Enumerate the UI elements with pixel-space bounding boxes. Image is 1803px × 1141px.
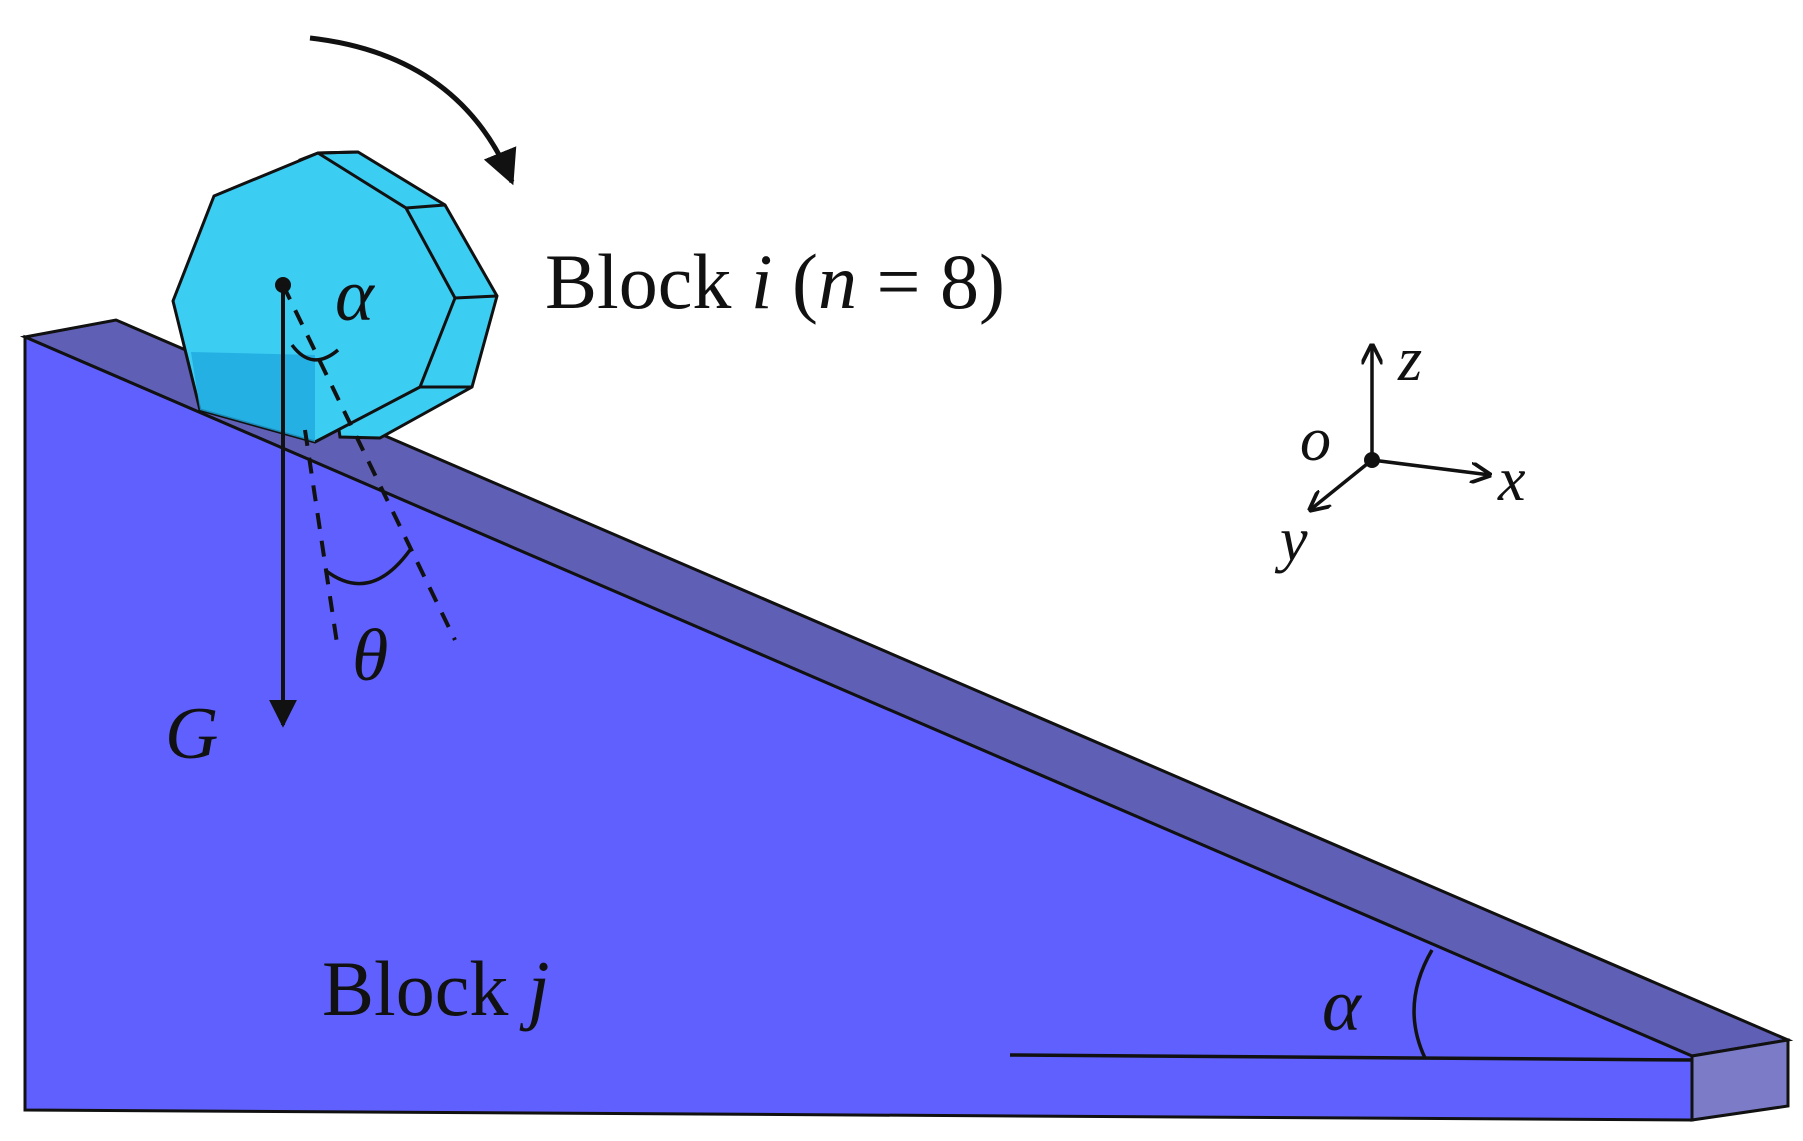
block-i-word: Block <box>545 238 731 325</box>
block-j-ramp <box>19 318 1794 1122</box>
block-j-var: j <box>519 945 550 1032</box>
y-axis-label: y <box>1274 506 1308 574</box>
ramp-base-line <box>1009 1053 1693 1062</box>
alpha-angle-arc-top <box>290 343 340 362</box>
x-axis-arrow <box>1371 458 1490 475</box>
block-i-eq: = 8) <box>876 238 1004 325</box>
block-j-word: Block <box>322 945 508 1032</box>
block-j-label: Block j <box>322 945 550 1032</box>
dashed-normal-line <box>281 284 457 641</box>
alpha-label-bottom: α <box>1322 965 1363 1047</box>
alpha-angle-arc-bottom <box>1412 949 1434 1059</box>
y-axis-arrow <box>1310 458 1374 510</box>
z-axis-label: z <box>1397 326 1422 394</box>
origin-dot <box>1364 452 1380 468</box>
octagon-edge-2 <box>405 203 446 210</box>
ramp-end-face <box>1690 1038 1790 1122</box>
dashed-contact-line <box>303 429 340 651</box>
theta-label: θ <box>352 615 388 697</box>
origin-label: o <box>1300 406 1331 474</box>
alpha-label-top: α <box>335 255 376 337</box>
block-i-n: n <box>818 238 857 325</box>
block-i-open: ( <box>792 238 818 325</box>
theta-angle-arc <box>323 548 412 586</box>
octagon-edge-3 <box>454 294 498 300</box>
coordinate-axes: z o x y <box>1274 326 1526 574</box>
block-i-var: i <box>751 238 773 325</box>
gravity-label: G <box>165 693 218 775</box>
ramp-front-face <box>23 334 1694 1122</box>
octagon-edge-1 <box>317 150 359 155</box>
rotation-arrow <box>309 35 517 186</box>
block-i-label: Block i (n = 8) <box>545 238 1005 325</box>
x-axis-label: x <box>1497 446 1526 514</box>
